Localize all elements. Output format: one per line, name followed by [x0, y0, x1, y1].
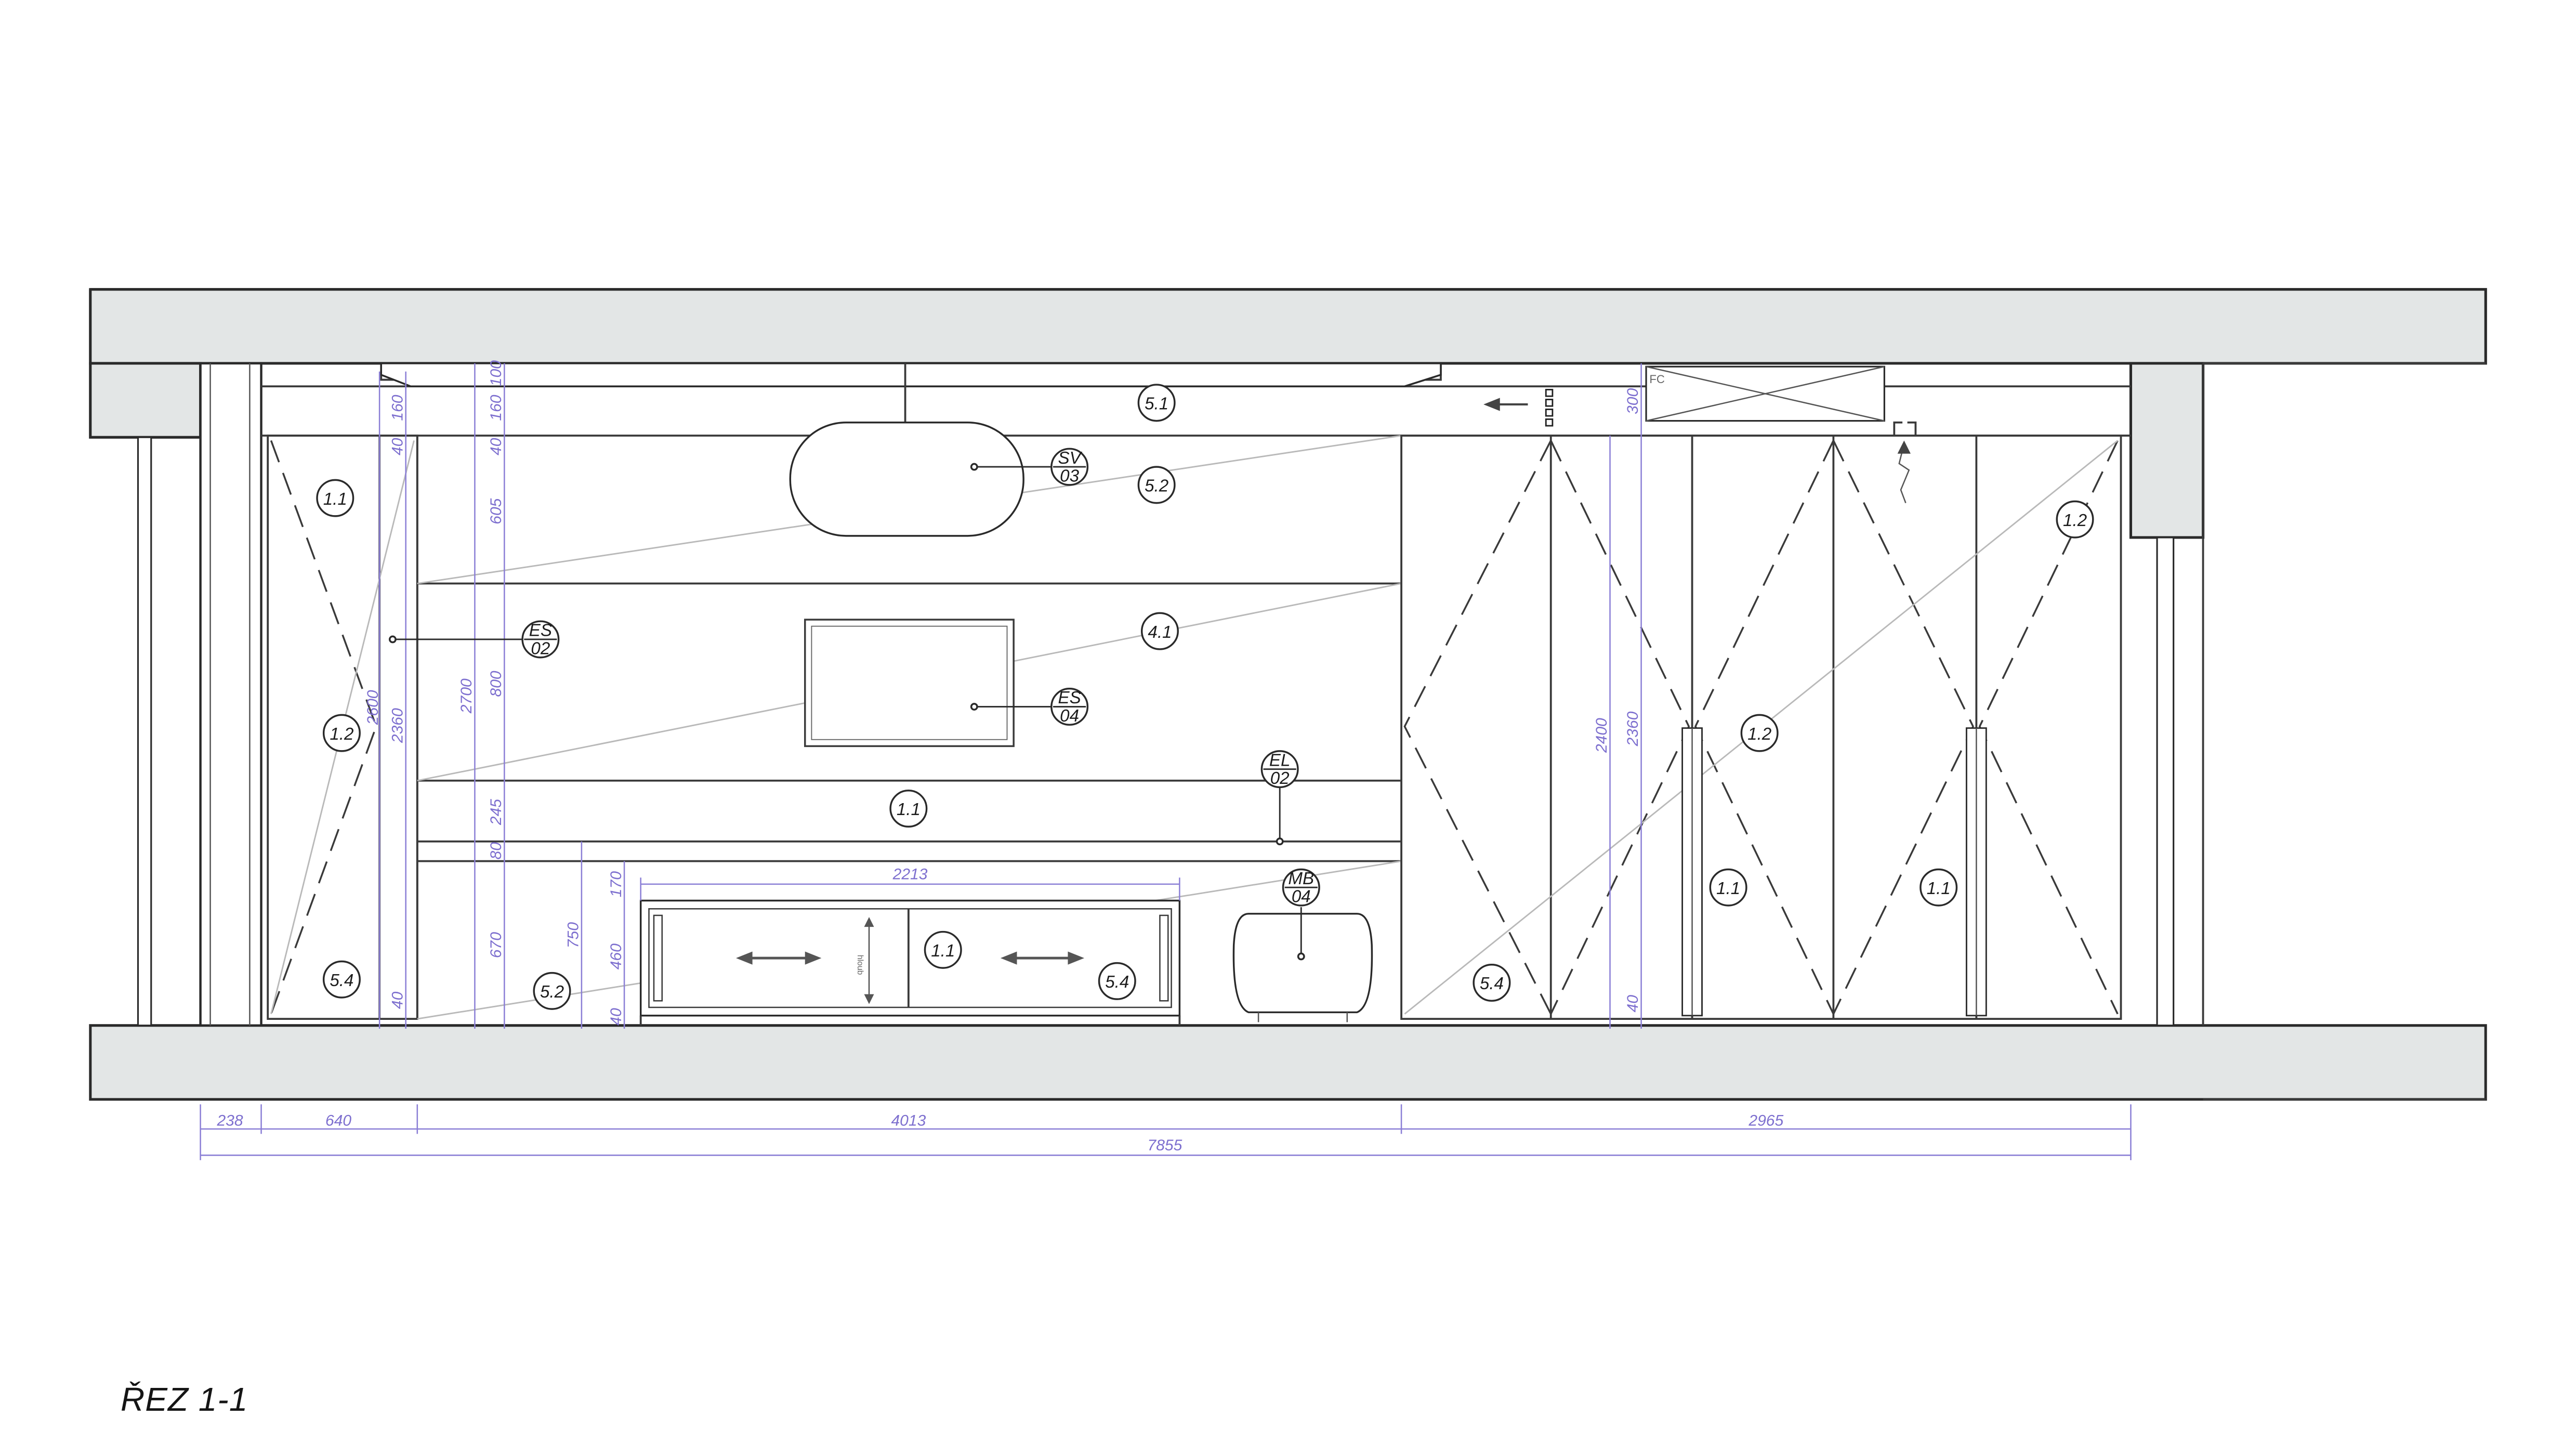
tag-bubble: 4.1 — [1140, 612, 1179, 650]
depth-label: hloub — [856, 955, 864, 975]
equipment-tag-es-04: ES 04 — [970, 688, 1089, 726]
dim-160-left: 160 — [389, 395, 406, 421]
right-opening — [2156, 362, 2486, 1100]
svg-text:1.2: 1.2 — [330, 725, 353, 744]
tag-bubble: 1.2 — [1740, 714, 1779, 752]
tag-bubble: 1.2 — [322, 714, 361, 752]
svg-text:5.4: 5.4 — [1105, 973, 1129, 992]
tag-bubble: 1.1 — [1920, 868, 1958, 907]
svg-text:ES: ES — [529, 621, 552, 640]
equipment-tag-es-02: ES 02 — [388, 620, 560, 659]
dim-605: 605 — [488, 498, 505, 524]
svg-text:1.1: 1.1 — [1716, 879, 1740, 898]
equipment-tag-mb: MB 04 — [1282, 868, 1320, 961]
svg-text:5.4: 5.4 — [330, 971, 353, 990]
dim-2360-left: 2360 — [389, 708, 406, 743]
slide-arrow-left-icon — [736, 951, 822, 965]
tag-bubble: 1.2 — [2056, 500, 2094, 539]
dim-460: 460 — [608, 943, 625, 969]
dim-2700: 2700 — [458, 678, 475, 714]
svg-text:1.1: 1.1 — [1927, 879, 1951, 898]
dim-300: 300 — [1624, 388, 1641, 414]
dim-2400: 2400 — [1593, 718, 1610, 753]
tag-bubble: 5.4 — [1098, 962, 1136, 1000]
dim-40-tvunit: 40 — [608, 1008, 625, 1026]
equipment-tags: SV 03 ES 02 ES 04 EL 02 MB — [388, 448, 1320, 961]
pouf — [1232, 913, 1373, 1022]
suspended-ceiling: FC — [261, 362, 2131, 504]
dim-40-right: 40 — [1624, 995, 1641, 1013]
equipment-tag-el: EL 02 — [1260, 750, 1299, 846]
tag-bubble: 5.2 — [533, 972, 571, 1010]
section-title: ŘEZ 1-1 — [121, 1381, 248, 1418]
pendant-light — [789, 422, 1024, 537]
svg-text:5.4: 5.4 — [1480, 974, 1504, 993]
svg-text:02: 02 — [1270, 769, 1290, 788]
dim-4013: 4013 — [891, 1112, 926, 1130]
svg-text:5.1: 5.1 — [1145, 394, 1168, 413]
dim-800: 800 — [488, 671, 505, 697]
tag-bubble: 1.1 — [316, 479, 354, 517]
dim-160-mid: 160 — [488, 395, 505, 421]
dim-670: 670 — [488, 932, 505, 958]
dim-2965: 2965 — [1748, 1112, 1783, 1130]
dimension-texts: 160 40 2600 2360 40 160 100 40 605 2700 … — [216, 360, 1783, 1154]
svg-text:MB: MB — [1288, 869, 1314, 888]
vent-grille-icon — [1545, 389, 1554, 427]
svg-text:EL: EL — [1269, 751, 1291, 770]
ceiling-slab — [89, 288, 2487, 539]
tag-bubble: 5.2 — [1137, 466, 1176, 504]
dim-40-left-bottom: 40 — [389, 991, 406, 1009]
fc-label: FC — [1649, 373, 1665, 386]
svg-text:1.1: 1.1 — [931, 941, 955, 961]
dimension-lines — [200, 363, 2132, 1160]
svg-text:ES: ES — [1058, 688, 1081, 707]
svg-text:04: 04 — [1060, 706, 1079, 726]
svg-text:02: 02 — [531, 639, 550, 658]
left-wall-column — [137, 362, 262, 1027]
tag-bubble: 1.1 — [924, 930, 962, 969]
dim-2213: 2213 — [892, 865, 928, 883]
svg-text:1.2: 1.2 — [2063, 511, 2087, 530]
dim-170: 170 — [608, 871, 625, 897]
dim-2360-right: 2360 — [1624, 711, 1641, 746]
tag-bubble: 1.1 — [1709, 868, 1747, 907]
tag-bubble: 5.4 — [322, 960, 361, 999]
equipment-tag-sv: SV 03 — [970, 448, 1089, 486]
slide-arrow-right-icon — [1000, 951, 1085, 965]
material-tags: 1.1 1.2 5.4 5.2 5.1 5.2 4.1 1.1 1.1 5.4 … — [316, 384, 2094, 1010]
dim-80: 80 — [488, 842, 505, 860]
dim-7855: 7855 — [1148, 1137, 1182, 1154]
tv-screen — [804, 619, 1015, 747]
floor-slab — [89, 1024, 2487, 1101]
tag-bubble: 5.1 — [1137, 384, 1176, 422]
dim-245: 245 — [488, 799, 505, 825]
exhaust-arrow-icon — [1483, 398, 1528, 411]
svg-text:1.2: 1.2 — [1747, 725, 1771, 744]
svg-text:SV: SV — [1058, 449, 1082, 468]
dim-750: 750 — [565, 922, 582, 948]
svg-text:04: 04 — [1292, 887, 1311, 907]
tag-bubble: 5.4 — [1473, 964, 1511, 1002]
dim-40-left-top: 40 — [389, 438, 406, 455]
dim-100: 100 — [488, 360, 505, 386]
svg-text:5.2: 5.2 — [540, 982, 564, 1002]
tv-unit: hloub — [639, 899, 1181, 1026]
svg-text:5.2: 5.2 — [1145, 477, 1168, 496]
svg-text:03: 03 — [1060, 467, 1079, 486]
svg-text:1.1: 1.1 — [323, 490, 347, 509]
dim-238: 238 — [216, 1112, 243, 1130]
dim-40-mid: 40 — [488, 438, 505, 455]
dim-2600: 2600 — [364, 690, 382, 725]
tag-bubble: 1.1 — [889, 790, 928, 828]
dim-640: 640 — [325, 1112, 351, 1130]
tv-wall: hloub — [416, 422, 1402, 1026]
svg-text:4.1: 4.1 — [1148, 623, 1172, 642]
svg-text:1.1: 1.1 — [897, 800, 921, 819]
